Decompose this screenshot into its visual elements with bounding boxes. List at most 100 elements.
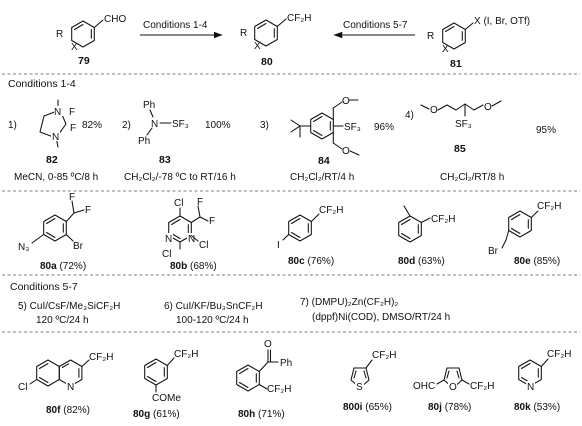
- conditions-1-4-header: Conditions 1-4: [8, 78, 76, 90]
- product-caption: 80f (82%): [46, 405, 90, 416]
- o-atom: O: [449, 382, 457, 393]
- cf2h-group: CF₂H: [547, 349, 571, 360]
- cf2h-group: CF₂H: [431, 214, 455, 225]
- condition-reagents: 7) (DMPU)₂Zn(CF₂H)₂: [300, 297, 398, 308]
- o-atom: O: [342, 96, 350, 107]
- product-yield: (65%): [365, 402, 392, 413]
- product-80e: CF₂H Br 80e (85%): [488, 201, 561, 267]
- condition-reagents: 6) CuI/KF/Bu₃SnCF₂H: [164, 301, 263, 312]
- product-yield: (82%): [63, 405, 90, 416]
- product-yield: (85%): [533, 256, 560, 267]
- condition-temp-time: 120 ºC/24 h: [36, 315, 89, 326]
- f-atom: F: [209, 216, 215, 227]
- cl-atom: Cl: [18, 382, 27, 393]
- condition-temp-time: (dppf)Ni(COD), DMSO/RT/24 h: [312, 312, 450, 323]
- cl-atom: Cl: [199, 240, 208, 251]
- reagent-84: 3) O SF₃ O 96% 84 CH₂Cl₂/RT/4 h: [260, 96, 394, 183]
- product-80h: O Ph CF₂H 80h (71%): [236, 339, 292, 420]
- ph-group: Ph: [143, 100, 155, 111]
- product-name: 80g: [133, 409, 150, 420]
- cl-atom: Cl: [162, 249, 171, 260]
- compound-number: 79: [78, 55, 90, 67]
- reagent-index: 1): [8, 120, 17, 131]
- product-yield: (68%): [190, 261, 217, 272]
- condition-temp-time: 100-120 ºC/24 h: [176, 315, 249, 326]
- n-atom: N: [188, 234, 195, 245]
- br-atom: Br: [73, 241, 84, 252]
- product-80f: N Cl CF₂H 80f (82%): [18, 352, 113, 416]
- o-atom: O: [264, 339, 272, 350]
- conditions-5-7-header: Conditions 5-7: [10, 281, 78, 293]
- product-80d: CF₂H 80d (63%): [398, 205, 455, 267]
- x-label: X: [442, 44, 449, 55]
- product-caption: 80j (78%): [428, 402, 471, 413]
- cf2h-group: CF₂H: [174, 349, 198, 360]
- reagent-number: 85: [454, 143, 466, 155]
- reagent-index: 3): [260, 120, 269, 131]
- product-yield: (61%): [153, 409, 180, 420]
- arrow-label: Conditions 5-7: [343, 20, 408, 31]
- product-80c: CF₂H I 80c (76%): [277, 205, 343, 267]
- condition-5: 5) CuI/CsF/Me₃SiCF₂H 120 ºC/24 h: [18, 301, 120, 326]
- halide-81: X (I, Br, OTf) R X 81: [427, 16, 530, 70]
- cf2h-group: CF₂H: [537, 201, 561, 212]
- product-name: 80d: [398, 256, 415, 267]
- product-80k: N CF₂H 80k (53%): [514, 349, 571, 413]
- product-caption: 80g (61%): [133, 409, 180, 420]
- o-atom: O: [342, 146, 350, 157]
- reagent-85: 4) O SF₃ O 95% 85 CH₂Cl₂/RT/8 h: [405, 100, 556, 183]
- sf3-group: SF₃: [344, 122, 361, 133]
- arrow-label: Conditions 1-4: [143, 20, 208, 31]
- arrow-conditions-1-4: Conditions 1-4: [140, 20, 223, 39]
- reagent-conditions: CH₂Cl₂/RT/4 h: [290, 172, 354, 183]
- reagent-number: 82: [46, 154, 58, 166]
- cl-atom: Cl: [174, 198, 183, 209]
- product-name: 80c: [288, 256, 305, 267]
- n-atom: N: [151, 119, 158, 130]
- cf2h-group: CF₂H: [372, 350, 396, 361]
- i-atom: I: [277, 240, 280, 251]
- r-label: R: [427, 31, 434, 42]
- product-name: 80j: [428, 402, 442, 413]
- acetyl-group: COMe: [152, 393, 181, 404]
- reagent-number: 83: [159, 154, 171, 166]
- n-atom: N: [165, 234, 172, 245]
- f-atom: F: [69, 107, 75, 118]
- sf3-group: SF₃: [455, 119, 472, 130]
- product-yield: (72%): [59, 261, 86, 272]
- reagent-yield: 100%: [205, 120, 231, 131]
- leaving-group-label: X (I, Br, OTf): [474, 16, 530, 27]
- product-name: 80e: [514, 256, 531, 267]
- cf2h-group: CF₂H: [470, 381, 494, 392]
- product-yield: (63%): [418, 256, 445, 267]
- reagent-yield: 95%: [536, 125, 556, 136]
- condition-reagents: 5) CuI/CsF/Me₃SiCF₂H: [18, 301, 120, 312]
- reagent-yield: 82%: [82, 120, 102, 131]
- reagent-conditions: CH₂Cl₂/-78 ºC to RT/16 h: [124, 172, 236, 183]
- product-80j: O OHC CF₂H 80j (78%): [413, 367, 494, 413]
- s-atom: S: [356, 382, 363, 393]
- azide-group: N₃: [18, 242, 29, 253]
- product-caption: 80b (68%): [170, 261, 217, 272]
- o-atom: O: [430, 105, 438, 116]
- sf3-group: SF₃: [172, 119, 189, 130]
- arrow-conditions-5-7: Conditions 5-7: [333, 20, 415, 39]
- cf2h-group: CF₂H: [89, 352, 113, 363]
- ph-group: Ph: [280, 358, 292, 369]
- reagent-82: 1) N N F F 82% 82 MeCN, 0-85 ºC/8 h: [8, 99, 102, 183]
- product-80g: CF₂H COMe 80g (61%): [133, 349, 198, 420]
- reagent-index: 2): [122, 120, 131, 131]
- product-name: 80h: [238, 409, 255, 420]
- cf2h-group: CF₂H: [319, 205, 343, 216]
- product-caption: 80h (71%): [238, 409, 285, 420]
- condition-7: 7) (DMPU)₂Zn(CF₂H)₂ (dppf)Ni(COD), DMSO/…: [300, 297, 450, 323]
- f-atom: F: [197, 197, 203, 208]
- x-label: X: [71, 42, 78, 53]
- product-80b: N N Cl F F Cl Cl 80b (68%): [162, 197, 217, 272]
- ph-group: Ph: [138, 136, 150, 147]
- product-name: 80f: [46, 405, 61, 416]
- cf2h-label: CF₂H: [287, 13, 311, 24]
- product-caption: 80a (72%): [40, 261, 86, 272]
- product-name: 80k: [514, 402, 531, 413]
